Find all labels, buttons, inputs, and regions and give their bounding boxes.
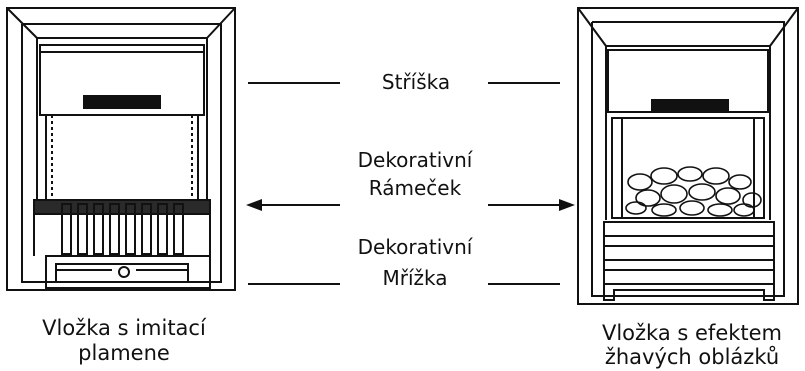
left-fireplace-illustration (6, 7, 236, 291)
label-frame-line1: Dekorativní (357, 148, 473, 172)
label-canopy: Stříška (381, 70, 451, 94)
left-log-bars (61, 203, 184, 255)
connector-lines (246, 82, 575, 285)
frame-left-arrowhead (246, 199, 262, 211)
caption-right-line1: Vložka s efektem (601, 321, 783, 345)
label-grille-line1: Dekorativní (357, 235, 473, 259)
caption-left-line2: plamene (78, 341, 170, 365)
label-grille-line2: Mřížka (382, 266, 448, 290)
right-pebbles (625, 166, 762, 217)
right-canopy-vent (651, 99, 729, 111)
caption-right-line2: žhavých oblázků (604, 345, 780, 369)
label-frame-line2: Rámeček (368, 176, 462, 200)
frame-right-arrowhead (559, 199, 575, 211)
left-canopy-vent (83, 95, 161, 109)
right-fireplace-illustration (577, 7, 799, 305)
caption-left-line1: Vložka s imitací (42, 316, 206, 340)
